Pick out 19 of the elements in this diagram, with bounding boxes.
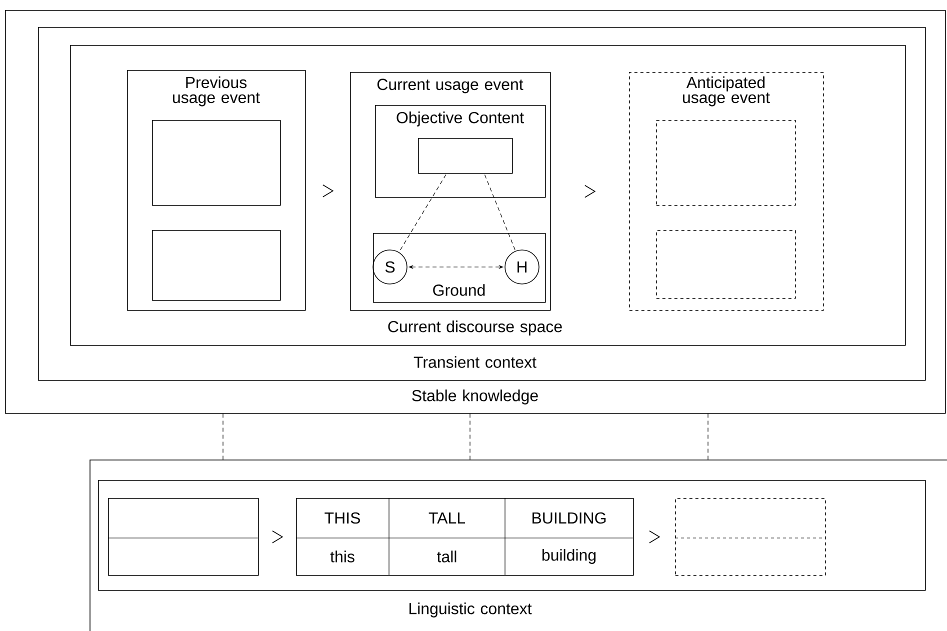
- empty-box: [152, 230, 281, 301]
- empty-box: [656, 120, 796, 206]
- empty-box: [418, 138, 513, 174]
- chevron-arrow: [584, 185, 596, 198]
- chevron-arrow: [322, 184, 334, 198]
- chevron-arrow: [272, 530, 284, 544]
- panel-box: [98, 480, 926, 591]
- event-box: Previous usage event: [127, 70, 306, 311]
- chevron-arrow: [649, 530, 660, 544]
- event-box: Anticipated usage event: [629, 72, 824, 311]
- connector-line: [484, 174, 516, 250]
- connector-line: [399, 174, 446, 252]
- empty-box: [108, 498, 259, 576]
- empty-box: [674, 498, 826, 576]
- word-table: THIS TALL BUILDING this tall building: [296, 498, 634, 576]
- content-box: Objective Content: [375, 105, 546, 198]
- empty-box: [656, 230, 796, 299]
- empty-box: [152, 120, 281, 206]
- connector-line: [222, 414, 224, 460]
